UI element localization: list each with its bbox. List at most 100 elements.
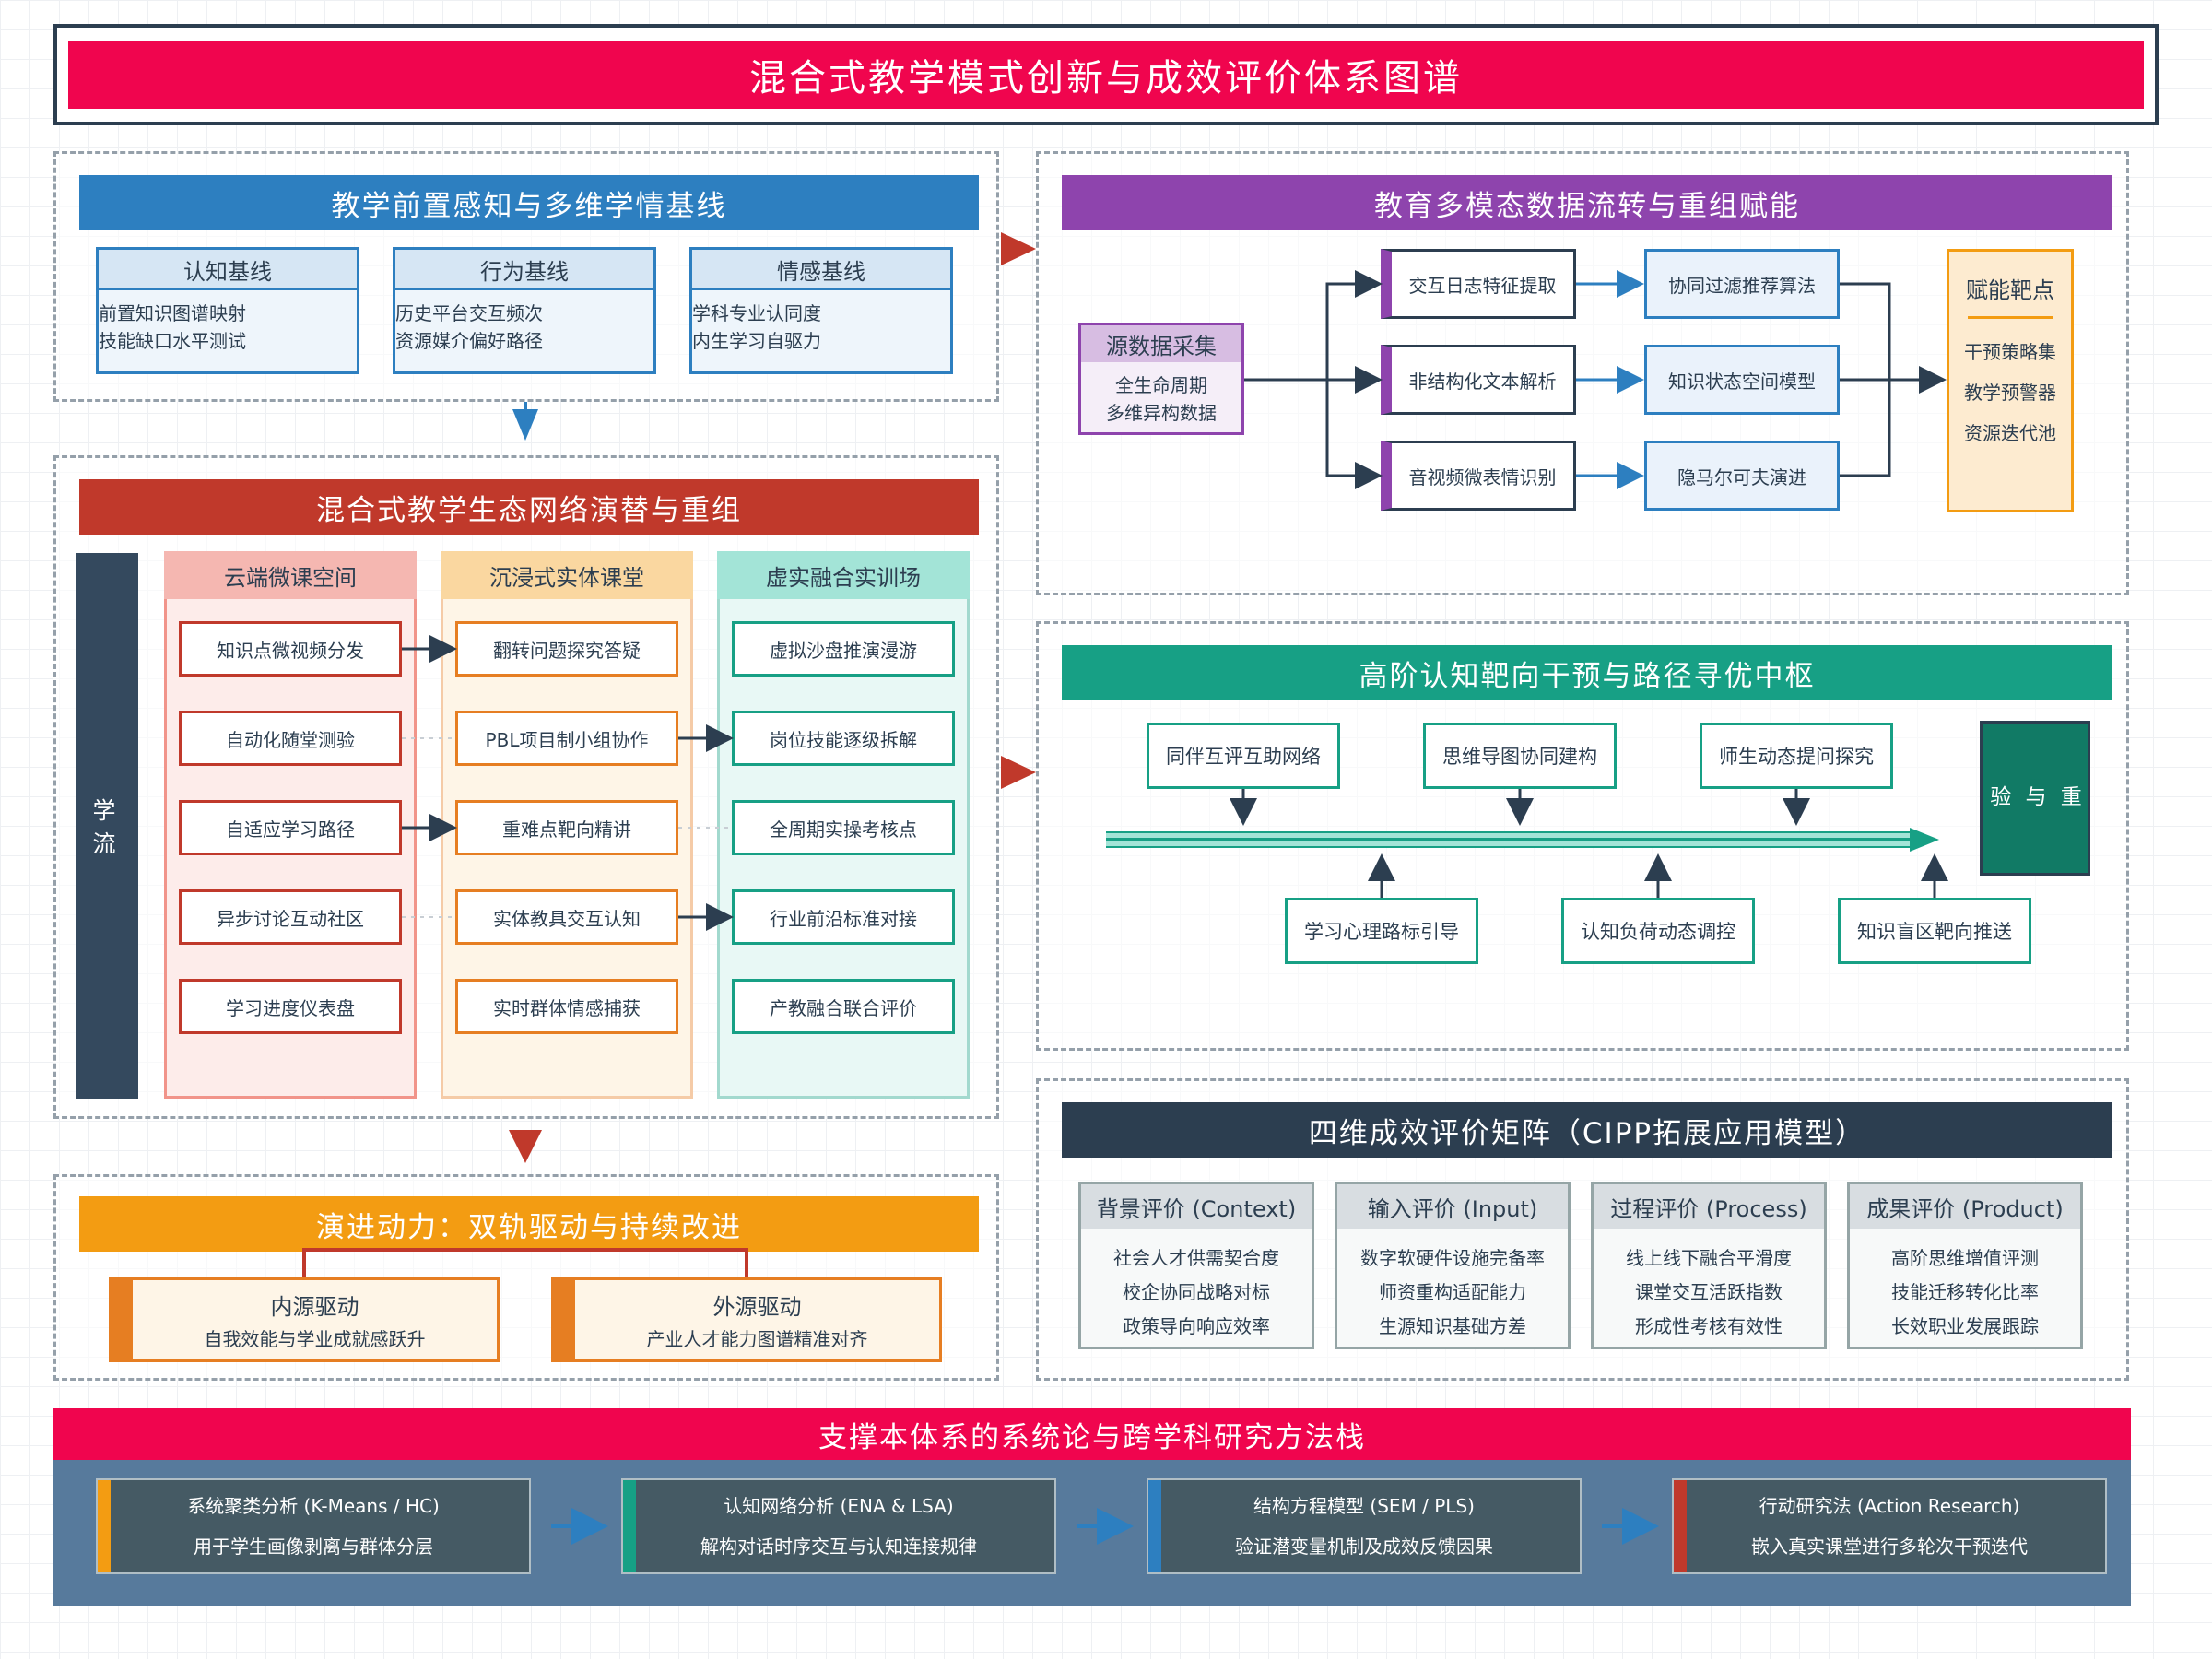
drive-head: 内源驱动 [270, 1294, 359, 1320]
cognitive-top-node: 思维导图协同建构 [1423, 723, 1617, 789]
list-item: 岗位技能逐级拆解 [732, 711, 955, 766]
baseline-card-emotion: 情感基线 学科专业认同度 内生学习自驱力 [689, 247, 953, 374]
list-item: 自动化随堂测验 [179, 711, 402, 766]
card-head: 情感基线 [692, 250, 950, 290]
evaluation-line: 校企协同战略对标 [1123, 1281, 1270, 1303]
evaluation-title: 四维成效评价矩阵（CIPP拓展应用模型） [1062, 1102, 2112, 1158]
cognitive-axis-line [1106, 838, 1913, 841]
method-name: 行动研究法 (Action Research) [1759, 1495, 2020, 1517]
evaluation-head: 输入评价 (Input) [1337, 1184, 1568, 1229]
model-box: 知识状态空间模型 [1644, 345, 1840, 415]
method-card-action: 行动研究法 (Action Research) 嵌入真实课堂进行多轮次干预迭代 [1672, 1478, 2107, 1574]
drive-right-card: 外源驱动 产业人才能力图谱精准对齐 [551, 1277, 942, 1362]
method-desc: 验证潜变量机制及成效反馈因果 [1235, 1535, 1493, 1558]
evaluation-head: 背景评价 (Context) [1081, 1184, 1312, 1229]
cognitive-end-label: 验 与 重 [1990, 785, 2086, 809]
card-line: 内生学习自驱力 [692, 330, 821, 352]
evaluation-head: 成果评价 (Product) [1850, 1184, 2080, 1229]
list-item: 全周期实操考核点 [732, 800, 955, 855]
list-item: 产教融合联合评价 [732, 979, 955, 1034]
evaluation-head: 过程评价 (Process) [1594, 1184, 1824, 1229]
method-accent [1674, 1480, 1687, 1572]
model-box: 协同过滤推荐算法 [1644, 249, 1840, 319]
evaluation-line: 社会人才供需契合度 [1113, 1247, 1279, 1269]
cognitive-top-node: 同伴互评互助网络 [1147, 723, 1340, 789]
evaluation-line: 数字软硬件设施完备率 [1360, 1247, 1545, 1269]
extract-box: 交互日志特征提取 [1381, 249, 1576, 319]
method-desc: 嵌入真实课堂进行多轮次干预迭代 [1751, 1535, 2028, 1558]
source-line: 多维异构数据 [1106, 402, 1217, 424]
method-accent [98, 1480, 111, 1572]
method-name: 结构方程模型 (SEM / PLS) [1253, 1495, 1475, 1517]
methods-title: 支撑本体系的系统论与跨学科研究方法栈 [53, 1408, 2131, 1460]
evaluation-line: 课堂交互活跃指数 [1635, 1281, 1783, 1303]
evaluation-line: 线上线下融合平滑度 [1626, 1247, 1792, 1269]
list-item: 学习进度仪表盘 [179, 979, 402, 1034]
arrow-to-cognitive [1001, 756, 1036, 789]
evaluation-line: 技能迁移转化比率 [1891, 1281, 2039, 1303]
drive-sub: 自我效能与学业成就感跃升 [204, 1328, 426, 1350]
source-line: 全生命周期 [1115, 374, 1207, 396]
target-item: 教学预警器 [1964, 382, 2056, 404]
cognitive-top-node: 师生动态提问探究 [1700, 723, 1893, 789]
method-desc: 解构对话时序交互与认知连接规律 [700, 1535, 977, 1558]
card-head: 行为基线 [395, 250, 653, 290]
method-accent [1148, 1480, 1161, 1572]
arrow-to-multimodal [1001, 232, 1036, 265]
drive-head: 外源驱动 [712, 1294, 802, 1320]
method-name: 系统聚类分析 (K-Means / HC) [187, 1495, 440, 1517]
drive-title: 演进动力：双轨驱动与持续改进 [79, 1196, 979, 1252]
ecology-title: 混合式教学生态网络演替与重组 [79, 479, 979, 535]
target-box: 赋能靶点 干预策略集 教学预警器 资源迭代池 [1947, 249, 2074, 512]
card-line: 历史平台交互频次 [395, 302, 543, 324]
method-name: 认知网络分析 (ENA & LSA) [724, 1495, 954, 1517]
card-line: 学科专业认同度 [692, 302, 821, 324]
list-item: 实体教具交互认知 [455, 889, 678, 945]
list-item: 虚拟沙盘推演漫游 [732, 621, 955, 677]
card-line: 前置知识图谱映射 [99, 302, 246, 324]
list-item: 重难点靶向精讲 [455, 800, 678, 855]
source-box: 源数据采集 全生命周期 多维异构数据 [1078, 323, 1244, 435]
target-head: 赋能靶点 [1966, 276, 2054, 303]
method-desc: 用于学生画像剥离与群体分层 [194, 1535, 433, 1558]
method-card-sem: 结构方程模型 (SEM / PLS) 验证潜变量机制及成效反馈因果 [1147, 1478, 1582, 1574]
evaluation-column-context: 背景评价 (Context) 社会人才供需契合度 校企协同战略对标 政策导向响应… [1078, 1182, 1314, 1349]
list-item: 行业前沿标准对接 [732, 889, 955, 945]
evaluation-column-input: 输入评价 (Input) 数字软硬件设施完备率 师资重构适配能力 生源知识基础方… [1335, 1182, 1571, 1349]
list-item: PBL项目制小组协作 [455, 711, 678, 766]
target-item: 干预策略集 [1964, 341, 2056, 363]
drive-sub: 产业人才能力图谱精准对齐 [646, 1328, 868, 1350]
drive-left-card: 内源驱动 自我效能与学业成就感跃升 [109, 1277, 500, 1362]
evaluation-column-process: 过程评价 (Process) 线上线下融合平滑度 课堂交互活跃指数 形成性考核有… [1591, 1182, 1827, 1349]
multimodal-title: 教育多模态数据流转与重组赋能 [1062, 175, 2112, 230]
evaluation-line: 长效职业发展跟踪 [1891, 1315, 2039, 1337]
arrow-baseline-to-ecology [512, 409, 538, 441]
card-head: 认知基线 [99, 250, 357, 290]
list-item: 翻转问题探究答疑 [455, 621, 678, 677]
cognitive-bottom-node: 学习心理路标引导 [1285, 898, 1478, 964]
cognitive-title: 高阶认知靶向干预与路径寻优中枢 [1062, 645, 2112, 700]
ecology-column-head: 云端微课空间 [164, 551, 417, 599]
ecology-column-head: 沉浸式实体课堂 [441, 551, 693, 599]
card-line: 资源媒介偏好路径 [395, 330, 543, 352]
cognitive-bottom-node: 认知负荷动态调控 [1561, 898, 1755, 964]
evaluation-line: 政策导向响应效率 [1123, 1315, 1270, 1337]
method-card-ena: 认知网络分析 (ENA & LSA) 解构对话时序交互与认知连接规律 [621, 1478, 1056, 1574]
page-title: 混合式教学模式创新与成效评价体系图谱 [68, 41, 2144, 109]
list-item: 异步讨论互动社区 [179, 889, 402, 945]
evaluation-line: 师资重构适配能力 [1379, 1281, 1526, 1303]
method-accent [623, 1480, 636, 1572]
method-card-clustering: 系统聚类分析 (K-Means / HC) 用于学生画像剥离与群体分层 [96, 1478, 531, 1574]
learning-flow-bar: 学 流 [76, 553, 138, 1099]
evaluation-column-product: 成果评价 (Product) 高阶思维增值评测 技能迁移转化比率 长效职业发展跟… [1847, 1182, 2083, 1349]
target-item: 资源迭代池 [1964, 422, 2056, 444]
cognitive-bottom-node: 知识盲区靶向推送 [1838, 898, 2031, 964]
list-item: 知识点微视频分发 [179, 621, 402, 677]
card-line: 技能缺口水平测试 [99, 330, 246, 352]
evaluation-line: 生源知识基础方差 [1379, 1315, 1526, 1337]
evaluation-line: 形成性考核有效性 [1635, 1315, 1783, 1337]
extract-box: 非结构化文本解析 [1381, 345, 1576, 415]
list-item: 自适应学习路径 [179, 800, 402, 855]
baseline-card-behavior: 行为基线 历史平台交互频次 资源媒介偏好路径 [393, 247, 656, 374]
ecology-column-head: 虚实融合实训场 [717, 551, 970, 599]
